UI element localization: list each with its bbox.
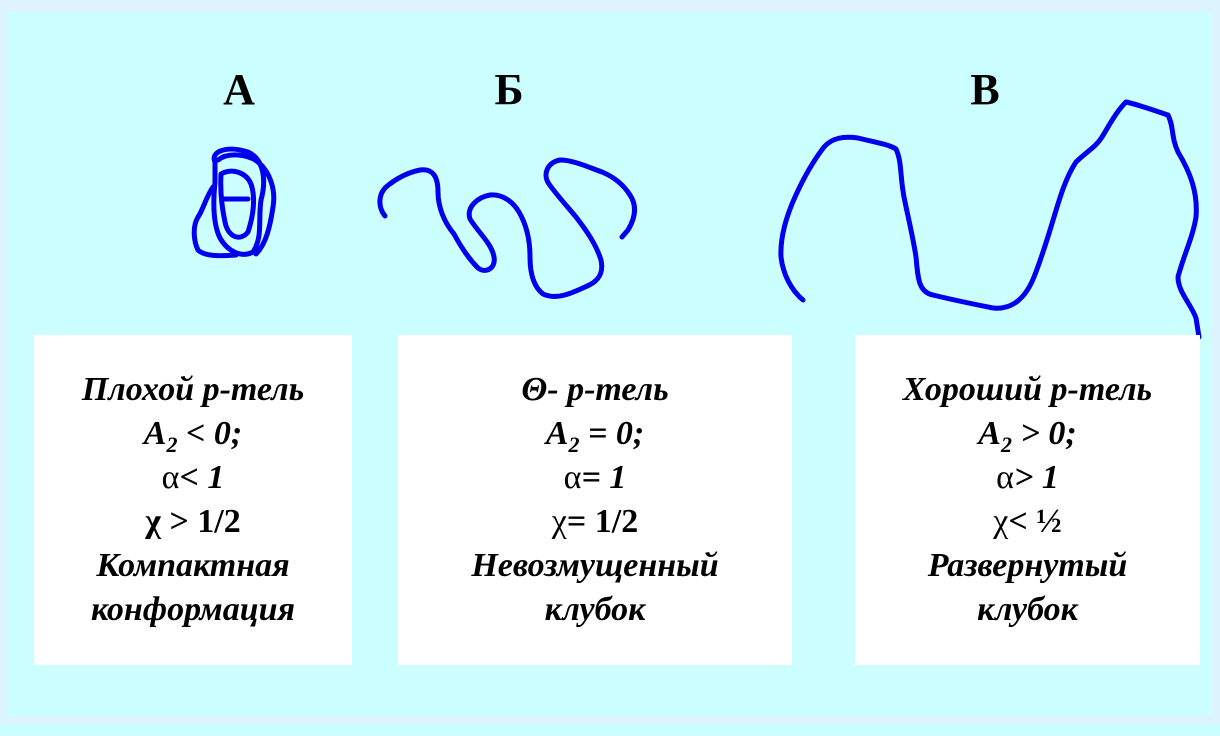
second-virial-line: A2 = 0; (545, 415, 645, 457)
state-label-1: Развернутый (927, 547, 1128, 584)
state-label-2: клубок (977, 591, 1078, 628)
chi-line: χ > 1/2 (145, 503, 241, 540)
heading-c: В (970, 65, 1000, 114)
solvent-label: Θ- р-тель (521, 371, 669, 408)
alpha-line: α= 1 (563, 459, 627, 496)
expanded-coil-c (778, 99, 1202, 340)
chi-line: χ< ½ (993, 503, 1062, 540)
card-theta-solvent: Θ- р-тель A2 = 0; α= 1 χ= 1/2 Невозмущен… (398, 335, 792, 665)
solvent-label: Плохой р-тель (81, 371, 305, 408)
solvent-label: Хороший р-тель (902, 371, 1153, 408)
polymer-chains (191, 99, 1202, 340)
alpha-line: α< 1 (161, 459, 225, 496)
chi-line: χ= 1/2 (551, 503, 639, 540)
state-label-2: клубок (544, 591, 646, 628)
card-good-solvent: Хороший р-тель A2 > 0; α> 1 χ< ½ Разверн… (855, 335, 1200, 665)
heading-a: А (223, 65, 255, 114)
compact-coil-a (191, 146, 277, 259)
state-label-1: Невозмущенный (471, 547, 719, 584)
card-poor-solvent: Плохой р-тель A2 < 0; α< 1 χ > 1/2 Компа… (34, 335, 352, 665)
alpha-line: α> 1 (996, 459, 1059, 496)
heading-b: Б (494, 65, 524, 114)
theta-coil-b (377, 157, 637, 299)
state-label-1: Компактная (96, 547, 290, 584)
second-virial-line: A2 < 0; (143, 415, 243, 457)
state-label-2: конформация (90, 591, 296, 628)
second-virial-line: A2 > 0; (978, 415, 1077, 457)
